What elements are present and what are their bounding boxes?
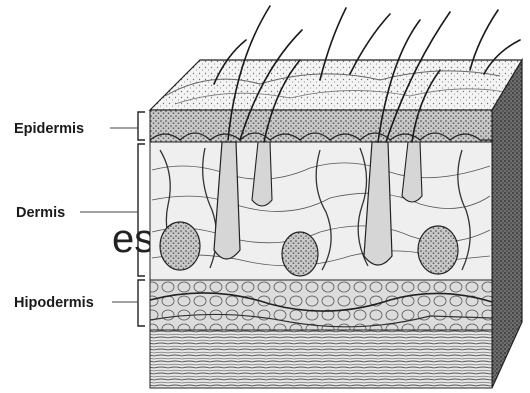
leader-lines — [80, 128, 138, 302]
epidermis-layer — [150, 110, 492, 142]
partial-slide-text: es — [112, 217, 154, 261]
muscle-layer — [150, 330, 492, 388]
hypodermis-bracket — [138, 280, 145, 326]
dermis-label: Dermis — [16, 205, 65, 221]
block-side-face — [492, 60, 522, 388]
skin-surface-top — [150, 60, 522, 110]
epidermis-bracket — [138, 112, 145, 140]
epidermis-label: Epidermis — [14, 121, 84, 137]
hypodermis-label: Hipodermis — [14, 295, 94, 311]
hypodermis-layer — [150, 280, 492, 330]
